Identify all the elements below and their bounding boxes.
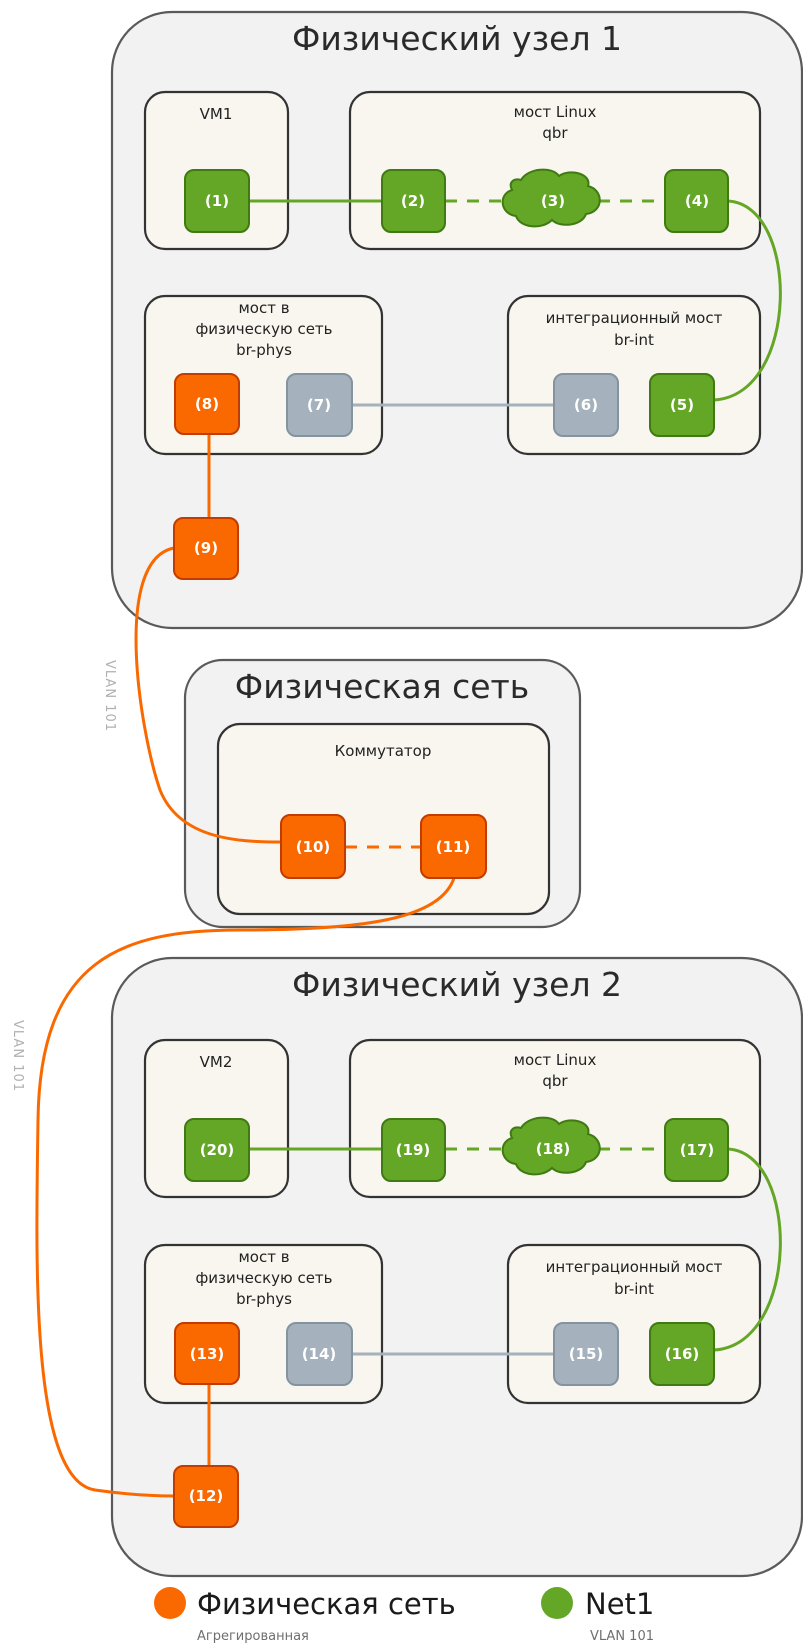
port-1-label: (1) [205, 192, 229, 210]
port-18-cloud: (18) [501, 1116, 601, 1176]
legend-net1-title: Net1 [585, 1587, 654, 1621]
brphys1-title-line1: мост в [238, 299, 289, 317]
port-17: (17) [664, 1118, 729, 1182]
qbr1-title-line2: qbr [542, 124, 568, 142]
port-3-label: (3) [541, 192, 565, 210]
port-9-label: (9) [194, 539, 218, 557]
brphys1-title-line3: br-phys [236, 341, 292, 359]
legend-physical-swatch [154, 1587, 186, 1619]
port-20: (20) [184, 1118, 250, 1182]
link-17-16 [713, 1147, 782, 1352]
port-14: (14) [286, 1322, 353, 1386]
port-18-label: (18) [536, 1140, 571, 1158]
port-7-label: (7) [307, 396, 331, 414]
node2-title: Физический узел 2 [292, 965, 622, 1004]
port-6: (6) [553, 373, 619, 437]
port-8: (8) [174, 373, 240, 435]
port-10-label: (10) [296, 838, 331, 856]
brint1-title-line2: br-int [614, 331, 654, 349]
port-2-label: (2) [401, 192, 425, 210]
port-19-label: (19) [396, 1141, 431, 1159]
cloud-icon [501, 168, 601, 228]
port-1: (1) [184, 169, 250, 233]
qbr2-title-line2: qbr [542, 1072, 568, 1090]
brint1-title-line1: интеграционный мост [546, 309, 723, 327]
brphys2-title-line2: физическую сеть [195, 1269, 332, 1287]
legend: Физическая сеть Агрегированная Net1 VLAN… [154, 1587, 654, 1644]
qbr1-title-line1: мост Linux [514, 103, 597, 121]
port-5-label: (5) [670, 396, 694, 414]
qbr-bridge-1 [348, 90, 762, 251]
port-20-label: (20) [200, 1141, 235, 1159]
qbr2-title-line1: мост Linux [514, 1051, 597, 1069]
port-16-label: (16) [665, 1345, 700, 1363]
brphys1-title-line2: физическую сеть [195, 320, 332, 338]
port-15: (15) [553, 1322, 619, 1386]
vlan-label-lower: VLAN 101 [10, 1020, 25, 1092]
port-7: (7) [286, 373, 353, 437]
network-title: Физическая сеть [235, 667, 529, 706]
vm2-title: VM2 [200, 1053, 233, 1071]
port-12: (12) [173, 1465, 239, 1528]
legend-net1-swatch [541, 1587, 573, 1619]
port-10: (10) [280, 814, 346, 879]
port-13-label: (13) [190, 1345, 225, 1363]
link-9-10 [134, 546, 282, 844]
port-15-label: (15) [569, 1345, 604, 1363]
vm1-title: VM1 [200, 105, 233, 123]
link-11-12 [35, 877, 456, 1498]
brint2-title-line1: интеграционный мост [546, 1258, 723, 1276]
switch-title: Коммутатор [335, 742, 432, 760]
port-19: (19) [381, 1118, 446, 1182]
brphys2-title-line1: мост в [238, 1248, 289, 1266]
port-9: (9) [173, 517, 239, 580]
port-12-label: (12) [189, 1487, 224, 1505]
port-2: (2) [381, 169, 446, 233]
brphys2-title-line3: br-phys [236, 1290, 292, 1308]
port-4-label: (4) [685, 192, 709, 210]
link-4-5 [713, 199, 782, 402]
port-3-cloud: (3) [501, 168, 601, 228]
qbr-bridge-2 [348, 1038, 762, 1199]
port-16: (16) [649, 1322, 715, 1386]
port-13: (13) [174, 1322, 240, 1385]
port-14-label: (14) [302, 1345, 337, 1363]
vlan-label-upper: VLAN 101 [102, 660, 117, 732]
port-4: (4) [664, 169, 729, 233]
port-17-label: (17) [680, 1141, 715, 1159]
port-11-label: (11) [436, 838, 471, 856]
legend-physical-sub: Агрегированная [197, 1629, 309, 1644]
legend-physical-title: Физическая сеть [197, 1587, 456, 1621]
node1-title: Физический узел 1 [292, 19, 622, 58]
port-11: (11) [420, 814, 487, 879]
cloud-icon [501, 1116, 601, 1176]
brint2-title-line2: br-int [614, 1280, 654, 1298]
port-5: (5) [649, 373, 715, 437]
port-8-label: (8) [195, 395, 219, 413]
port-6-label: (6) [574, 396, 598, 414]
legend-net1-sub: VLAN 101 [590, 1629, 654, 1644]
